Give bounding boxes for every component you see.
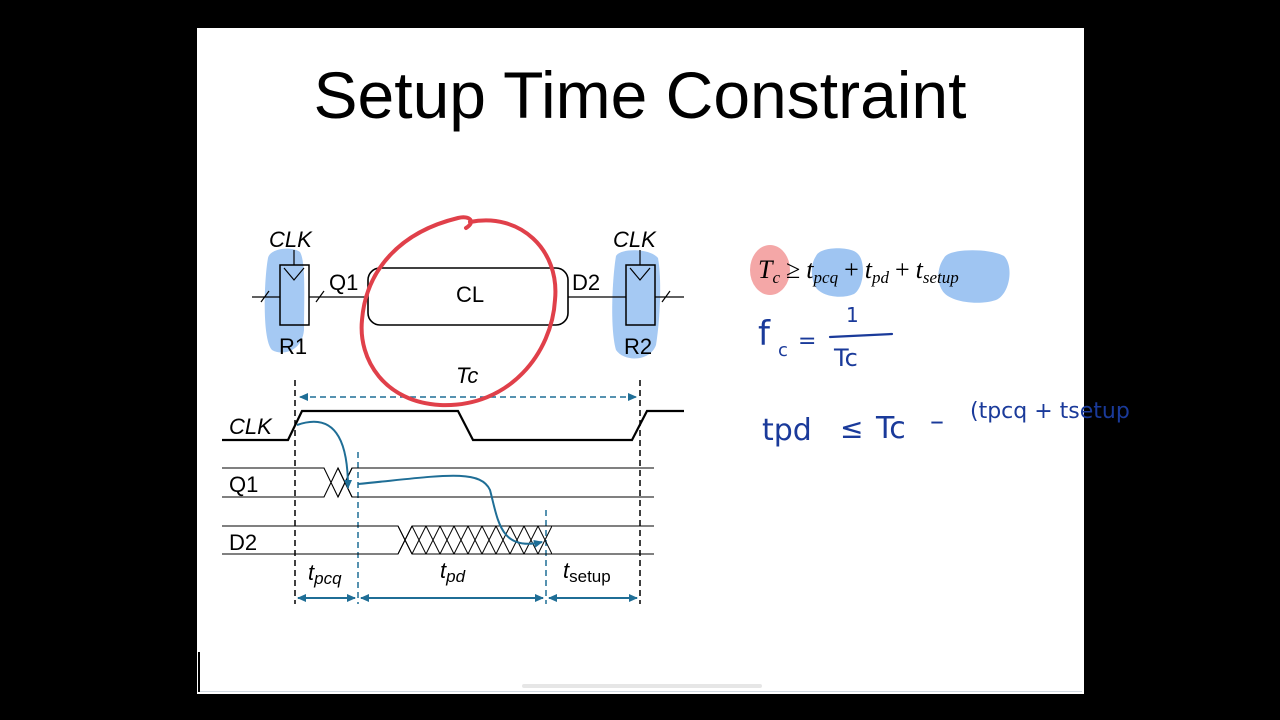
svg-text:Tc: Tc xyxy=(875,411,906,446)
slide-title: Setup Time Constraint xyxy=(313,58,967,132)
svg-text:≤: ≤ xyxy=(840,412,863,445)
handwritten-frequency-equation: f c = 1 Tc xyxy=(758,303,894,372)
red-annotation-circle xyxy=(359,215,558,408)
register-r1 xyxy=(252,250,368,326)
svg-text:Tc: Tc xyxy=(833,344,858,372)
handwritten-tpd-inequality: tpd ≤ Tc – (tpcq + tsetup xyxy=(762,399,1130,448)
svg-text:=: = xyxy=(798,329,816,354)
tsetup-highlight xyxy=(938,250,1010,303)
d2-waveform xyxy=(222,525,654,555)
svg-text:tpd: tpd xyxy=(762,413,812,448)
register-r2 xyxy=(625,250,684,326)
svg-text:f: f xyxy=(758,314,771,354)
home-indicator-bar[interactable] xyxy=(522,684,762,688)
cl-label: CL xyxy=(456,282,484,307)
q1-to-d2-arrow xyxy=(357,474,543,548)
clk-waveform xyxy=(222,409,684,442)
setup-constraint-equation: Tc≥tpcq+tpd+tsetup xyxy=(758,255,959,287)
d2-wire-label: D2 xyxy=(572,270,600,295)
d2-wave-label: D2 xyxy=(229,530,257,555)
clk-to-q1-arrow xyxy=(296,420,352,489)
tsetup-label: tsetup xyxy=(563,558,611,586)
highlight-r2 xyxy=(612,250,661,359)
tpd-label: tpd xyxy=(440,558,466,586)
tpcq-label: tpcq xyxy=(308,560,342,588)
q1-wave-label: Q1 xyxy=(229,472,258,497)
r2-label: R2 xyxy=(624,334,652,359)
q1-wire-label: Q1 xyxy=(329,270,358,295)
q1-waveform xyxy=(222,466,654,499)
tpcq-highlight xyxy=(811,248,863,297)
tc-highlight xyxy=(750,245,790,295)
page-bottom-edge xyxy=(200,691,1082,692)
text-cursor xyxy=(198,652,200,692)
svg-text:c: c xyxy=(778,340,788,361)
tc-label: Tc xyxy=(456,363,478,388)
svg-text:1: 1 xyxy=(846,303,859,327)
svg-text:(tpcq + tsetup: (tpcq + tsetup xyxy=(970,399,1130,424)
r2-clk-label: CLK xyxy=(613,227,657,252)
clk-wave-label: CLK xyxy=(229,414,273,439)
svg-text:–: – xyxy=(930,404,944,437)
r1-label: R1 xyxy=(279,334,307,359)
r1-clk-label: CLK xyxy=(269,227,313,252)
highlight-r1 xyxy=(264,248,305,353)
